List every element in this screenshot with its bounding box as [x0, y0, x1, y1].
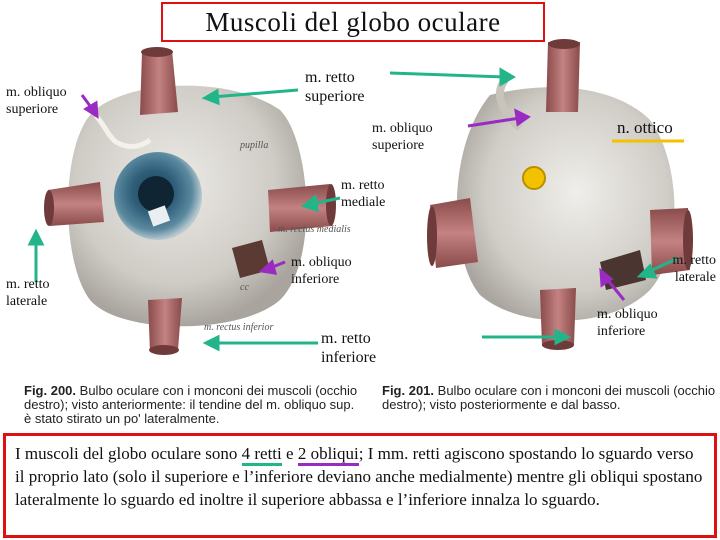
retto-inferiore-stump — [148, 298, 182, 352]
retto-superiore-stump-posterior — [546, 42, 580, 112]
description-part3: ; I mm. retti agiscono spostando lo sgua… — [15, 444, 703, 509]
label-retto-inferiore: m. retto inferiore — [321, 330, 377, 366]
optic-nerve — [522, 166, 546, 190]
label-obliquo-superiore-left: m. obliquo superiore — [6, 85, 67, 117]
purple-arrows — [80, 94, 626, 301]
retto-laterale-stump-posterior — [650, 208, 690, 275]
pupil — [138, 176, 174, 212]
retto-mediale-stump-posterior — [430, 198, 478, 268]
obliquo-inferiore-stump — [232, 240, 270, 278]
retto-superiore-stump — [140, 50, 178, 115]
green-arrows — [27, 67, 679, 352]
label-retto-laterale-left: m. retto laterale — [6, 277, 50, 309]
caption-fig-200-number: Fig. 200. — [24, 383, 77, 398]
label-obliquo-inferiore-right: m. obliquo inferiore — [597, 307, 658, 339]
rectus-inferior-small-text: m. rectus inferior — [204, 322, 274, 333]
caption-fig-201: Fig. 201. Bulbo oculare con i monconi de… — [382, 384, 718, 412]
label-retto-laterale-right: m. retto laterale — [672, 253, 716, 285]
label-n-ottico: n. ottico — [617, 118, 673, 137]
description-part2: e — [281, 444, 298, 463]
cc-label-text: cc — [240, 282, 249, 293]
pupilla-label-text: pupilla — [240, 140, 269, 151]
label-retto-mediale: m. retto mediale — [341, 178, 386, 210]
label-retto-superiore: m. retto superiore — [305, 69, 365, 105]
caption-fig-200-text: Bulbo oculare con i monconi dei muscoli … — [24, 383, 358, 426]
caption-fig-201-number: Fig. 201. — [382, 383, 435, 398]
description-box: I muscoli del globo oculare sono 4 retti… — [3, 433, 717, 538]
caption-fig-201-text: Bulbo oculare con i monconi dei muscoli … — [382, 383, 716, 412]
eyeball-posterior-view — [427, 39, 693, 350]
retto-inferiore-stump-posterior — [540, 288, 576, 346]
label-obliquo-superiore-center: m. obliquo superiore — [372, 121, 433, 153]
eyeball-anterior-view — [44, 47, 336, 355]
rectus-medialis-small-text: m. rectus medialis — [278, 224, 351, 235]
description-obliqui: 2 obliqui — [297, 444, 359, 466]
page-title: Muscoli del globo oculare — [161, 2, 545, 42]
description-retti: 4 retti — [241, 444, 282, 466]
label-obliquo-inferiore-center: m. obliquo inferiore — [291, 255, 352, 287]
retto-laterale-stump — [48, 182, 104, 226]
description-part1: I muscoli del globo oculare sono — [15, 444, 242, 463]
caption-fig-200: Fig. 200. Bulbo oculare con i monconi de… — [24, 384, 364, 426]
